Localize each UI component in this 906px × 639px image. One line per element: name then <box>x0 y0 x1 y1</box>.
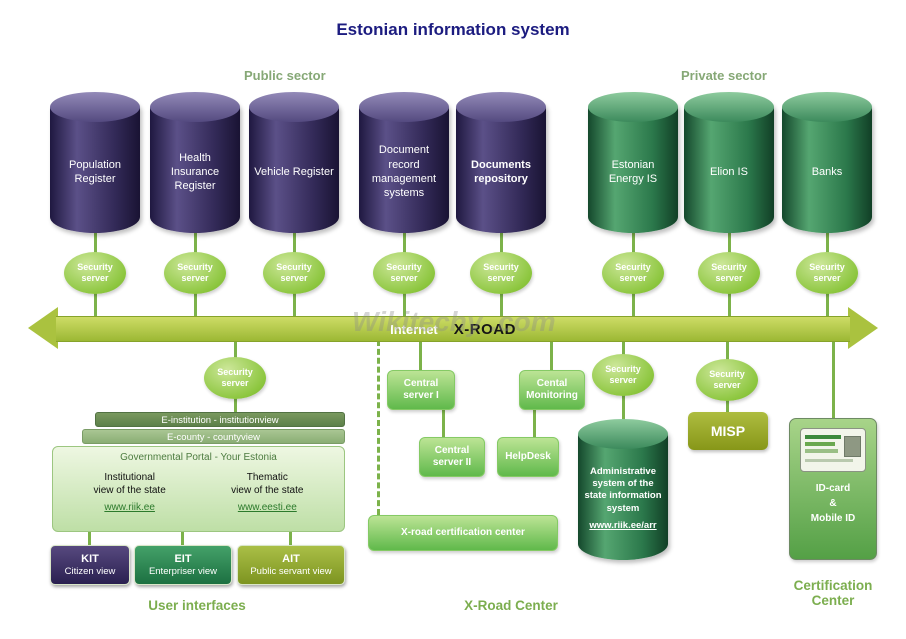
id-card-stripe <box>805 442 835 446</box>
xroad-center-label: X-Road Center <box>464 598 558 613</box>
register-label: Documents repository <box>471 158 531 185</box>
register-documents-repository: Documents repository <box>456 92 546 233</box>
register-label: Elion IS <box>710 165 748 178</box>
page-title: Estonian information system <box>336 20 570 39</box>
portal-layer-county: E-county - countyview <box>82 429 345 444</box>
connector-line <box>442 410 445 437</box>
security-server: Security server <box>263 252 325 294</box>
admin-system-cylinder: Administrative system of the state infor… <box>578 419 668 560</box>
certification-center-label: Certification Center <box>793 578 873 608</box>
bus-right-arrow-icon <box>848 307 878 349</box>
id-card-stripe <box>805 449 838 453</box>
thematic-view-label: Thematic view of the state <box>231 472 304 496</box>
button-title: AIT <box>282 553 300 565</box>
cylinder-top <box>150 92 240 122</box>
id-card-label: ID-card & Mobile ID <box>810 483 856 524</box>
cylinder-top <box>359 92 449 122</box>
id-card-mobile-id-panel: ID-card & Mobile ID <box>789 418 877 560</box>
user-interfaces-label: User interfaces <box>148 598 246 613</box>
bus-xroad-label: X-ROAD <box>453 320 516 338</box>
riik-ee-link[interactable]: www.riik.ee <box>104 502 155 513</box>
security-server: Security server <box>204 357 266 399</box>
eit-enterpriser-view-button[interactable]: EIT Enterpriser view <box>134 545 232 585</box>
button-subtitle: Public servant view <box>250 566 332 577</box>
register-label: Document record management systems <box>371 144 437 200</box>
cylinder-top <box>684 92 774 122</box>
register-label: Estonian Energy IS <box>608 158 658 185</box>
cylinder-top <box>578 419 668 449</box>
portal-layer-institution: E-institution - institutionview <box>95 412 345 427</box>
riik-ee-arr-link[interactable]: www.riik.ee/arr <box>589 520 657 532</box>
security-server: Security server <box>64 252 126 294</box>
cylinder-top <box>782 92 872 122</box>
connector-line <box>419 340 422 370</box>
institutional-view-label: Institutional view of the state <box>93 472 166 496</box>
security-server: Security server <box>602 252 664 294</box>
governmental-portal-panel: Governmental Portal - Your Estonia Insti… <box>52 446 345 532</box>
helpdesk-node: HelpDesk <box>497 437 559 477</box>
id-card-stripe <box>805 459 853 462</box>
public-sector-label: Public sector <box>244 68 326 83</box>
register-population: Population Register <box>50 92 140 233</box>
register-label: Vehicle Register <box>254 165 334 178</box>
register-banks: Banks <box>782 92 872 233</box>
central-server-2-node: Central server II <box>419 437 485 477</box>
cylinder-top <box>588 92 678 122</box>
cylinder-top <box>249 92 339 122</box>
admin-system-text: Administrative system of the state infor… <box>584 465 662 514</box>
ait-public-servant-view-button[interactable]: AIT Public servant view <box>237 545 345 585</box>
id-card-photo <box>844 436 861 457</box>
portal-title: Governmental Portal - Your Estonia <box>120 452 277 463</box>
connector-line <box>88 531 91 545</box>
security-server: Security server <box>592 354 654 396</box>
xroad-internet-bus: Internet X-ROAD <box>56 316 850 342</box>
xroad-certification-center-node: X-road certification center <box>368 515 558 551</box>
kit-citizen-view-button[interactable]: KIT Citizen view <box>50 545 130 585</box>
central-monitoring-node: Cental Monitoring <box>519 370 585 410</box>
security-server: Security server <box>696 359 758 401</box>
cylinder-top <box>50 92 140 122</box>
connector-line <box>550 340 553 370</box>
cylinder-top <box>456 92 546 122</box>
id-card-image <box>800 428 866 472</box>
register-label: Banks <box>811 165 843 178</box>
security-server: Security server <box>698 252 760 294</box>
security-server: Security server <box>796 252 858 294</box>
security-server: Security server <box>164 252 226 294</box>
connector-line <box>181 531 184 545</box>
connector-line <box>533 410 536 437</box>
register-health-insurance: Health Insurance Register <box>150 92 240 233</box>
button-title: KIT <box>81 553 99 565</box>
private-sector-label: Private sector <box>681 68 767 83</box>
eesti-ee-link[interactable]: www.eesti.ee <box>237 502 297 513</box>
register-document-record: Document record management systems <box>359 92 449 233</box>
register-label: Health Insurance Register <box>170 151 220 193</box>
misp-node: MISP <box>688 412 768 450</box>
bus-internet-label: Internet <box>390 321 438 337</box>
register-elion: Elion IS <box>684 92 774 233</box>
register-estonian-energy: Estonian Energy IS <box>588 92 678 233</box>
bus-left-arrow-icon <box>28 307 58 349</box>
central-server-1-node: Central server I <box>387 370 455 410</box>
admin-system-label: Administrative system of the state infor… <box>583 450 663 548</box>
connector-line <box>289 531 292 545</box>
id-card-stripe <box>805 435 841 439</box>
security-server: Security server <box>470 252 532 294</box>
button-subtitle: Enterpriser view <box>148 566 218 577</box>
button-title: EIT <box>174 553 192 565</box>
register-vehicle: Vehicle Register <box>249 92 339 233</box>
register-label: Population Register <box>69 158 121 185</box>
connector-line <box>832 340 835 418</box>
button-subtitle: Citizen view <box>64 566 116 577</box>
security-server: Security server <box>373 252 435 294</box>
dashed-connector-line <box>377 340 380 515</box>
